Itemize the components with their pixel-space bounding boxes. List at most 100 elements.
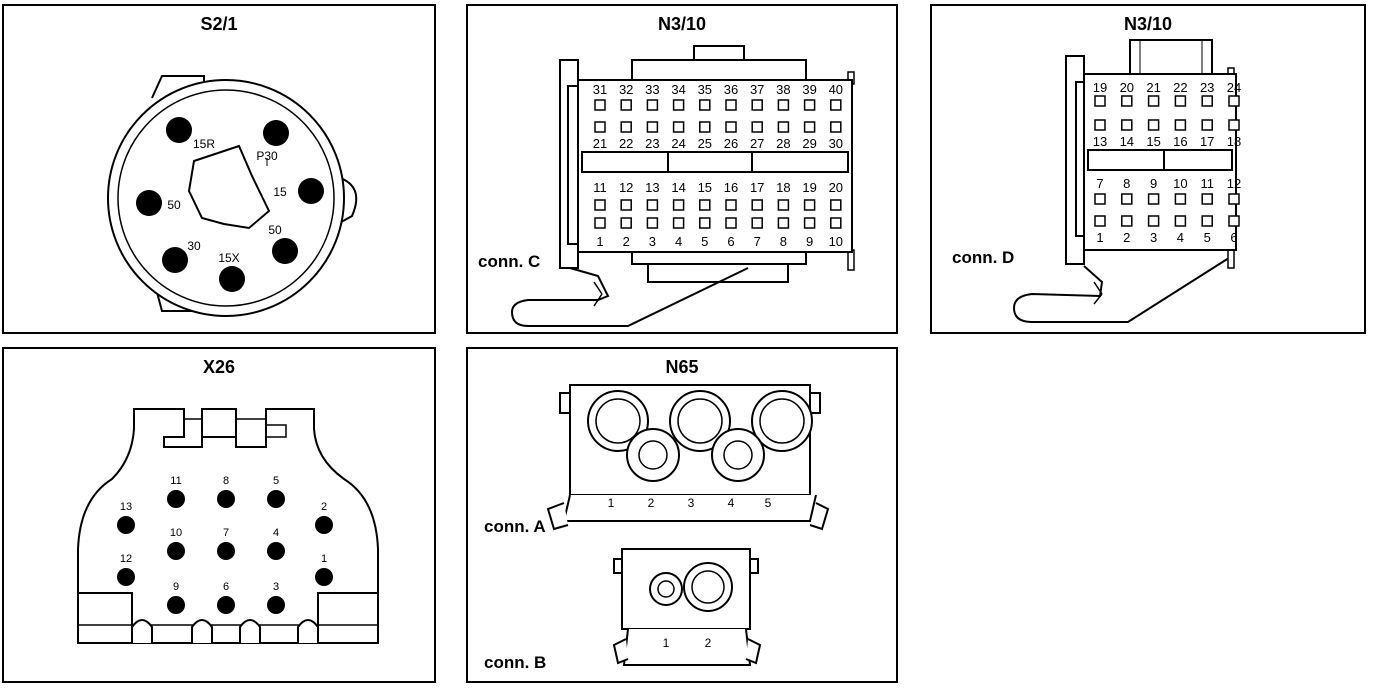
pin-cavity — [1201, 215, 1213, 227]
pin-label: 35 — [698, 82, 712, 97]
pin-15 — [298, 178, 324, 204]
pin-label: 50 — [268, 223, 282, 237]
pin-cavity — [699, 199, 711, 211]
panel-title: X26 — [202, 357, 236, 377]
pin-30 — [162, 247, 188, 273]
pin-cavity — [699, 121, 711, 133]
pin-label: 12 — [120, 553, 132, 565]
pin-label: 16 — [724, 180, 738, 195]
pin-cavity — [1147, 95, 1160, 107]
pin-label: 5 — [273, 475, 279, 487]
pin-cavity — [1174, 193, 1187, 205]
connector-b-label: conn. B — [484, 653, 547, 672]
pin-dot — [267, 596, 285, 614]
pin-label: 36 — [724, 82, 738, 97]
pin-cavity — [1174, 119, 1187, 131]
pin-label: 8 — [780, 234, 787, 249]
pin-cavity — [830, 217, 842, 229]
pin-15x — [219, 266, 245, 292]
pin-label: 1 — [663, 636, 670, 650]
pin-label: 10 — [829, 234, 843, 249]
pin-cavity — [803, 99, 816, 111]
pin-50-right — [272, 238, 298, 264]
pin-cavity — [1121, 215, 1133, 227]
pin-label: 9 — [806, 234, 813, 249]
pin-label: 16 — [1173, 134, 1187, 149]
pin-label: 8 — [1123, 176, 1130, 191]
pin-cavity — [830, 121, 842, 133]
pin-label: 29 — [802, 136, 816, 151]
pin-label: 15X — [218, 251, 239, 265]
pin-label: 17 — [750, 180, 764, 195]
pin-label: 2 — [321, 501, 327, 513]
pin-label: 25 — [698, 136, 712, 151]
pin-label: 5 — [701, 234, 708, 249]
pin-label: 1 — [608, 496, 615, 510]
pin-label: 24 — [671, 136, 685, 151]
pin-cavity — [751, 217, 763, 229]
pin-label: 11 — [593, 180, 607, 195]
pin-label: 50 — [167, 198, 181, 212]
pin-label: 11 — [170, 475, 181, 487]
pin-cavity — [1121, 119, 1133, 131]
pin-label: 22 — [619, 136, 633, 151]
pin-label: 21 — [593, 136, 607, 151]
pin-cavity — [1201, 95, 1213, 107]
pin-label: 34 — [671, 82, 685, 97]
pin-cavity — [646, 199, 659, 211]
pin-cavity — [620, 199, 632, 211]
pin-label: 10 — [170, 527, 182, 539]
pin-label: 27 — [750, 136, 764, 151]
pin-label: 30 — [829, 136, 843, 151]
pin-label: 7 — [1096, 176, 1103, 191]
pin-label: 13 — [645, 180, 659, 195]
pin-label: 7 — [223, 527, 229, 539]
pin-dot — [315, 568, 333, 586]
pin-cavity — [646, 217, 659, 229]
pin-label: 28 — [776, 136, 790, 151]
pin-label: 1 — [1096, 230, 1103, 245]
pin-cavity — [803, 199, 816, 211]
pin-cavity — [1121, 95, 1133, 107]
pin-label: 1 — [596, 234, 603, 249]
pin-label: 26 — [724, 136, 738, 151]
pin-label: P30 — [256, 149, 278, 163]
pin-dot — [167, 490, 185, 508]
pin-label: 15 — [698, 180, 712, 195]
connector-a-label: conn. A — [484, 517, 546, 536]
pin-label: 32 — [619, 82, 633, 97]
pin-label: 6 — [1230, 230, 1237, 245]
pin-cavity — [777, 121, 790, 133]
pin-cavity — [1228, 193, 1240, 205]
pin-dot — [267, 542, 285, 560]
pin-cavity — [725, 121, 737, 133]
pin-50-left — [136, 190, 162, 216]
pin-cavity — [672, 217, 685, 229]
pin-label: 11 — [1200, 176, 1214, 191]
pin-label: 20 — [829, 180, 843, 195]
pin-dot — [167, 542, 185, 560]
pin-cavity — [646, 121, 659, 133]
pin-label: 15R — [193, 137, 215, 151]
pin-cavity — [830, 99, 842, 111]
pin-label: 33 — [645, 82, 659, 97]
pin-cavity — [620, 217, 632, 229]
pin-label: 10 — [1173, 176, 1187, 191]
pin-label: 13 — [1093, 134, 1107, 149]
pin-cavity — [777, 199, 790, 211]
pin-cavity — [751, 199, 763, 211]
pin-label: 6 — [727, 234, 734, 249]
pin-cavity — [699, 99, 711, 111]
pin-cavity — [1094, 119, 1106, 131]
pin-label: 9 — [1150, 176, 1157, 191]
pin-label: 31 — [593, 82, 607, 97]
pin-dot — [267, 490, 285, 508]
pin-cavity — [725, 217, 737, 229]
pin-label: 22 — [1173, 80, 1187, 95]
pin-cavity — [1201, 119, 1213, 131]
panel-title: N3/10 — [657, 14, 707, 34]
